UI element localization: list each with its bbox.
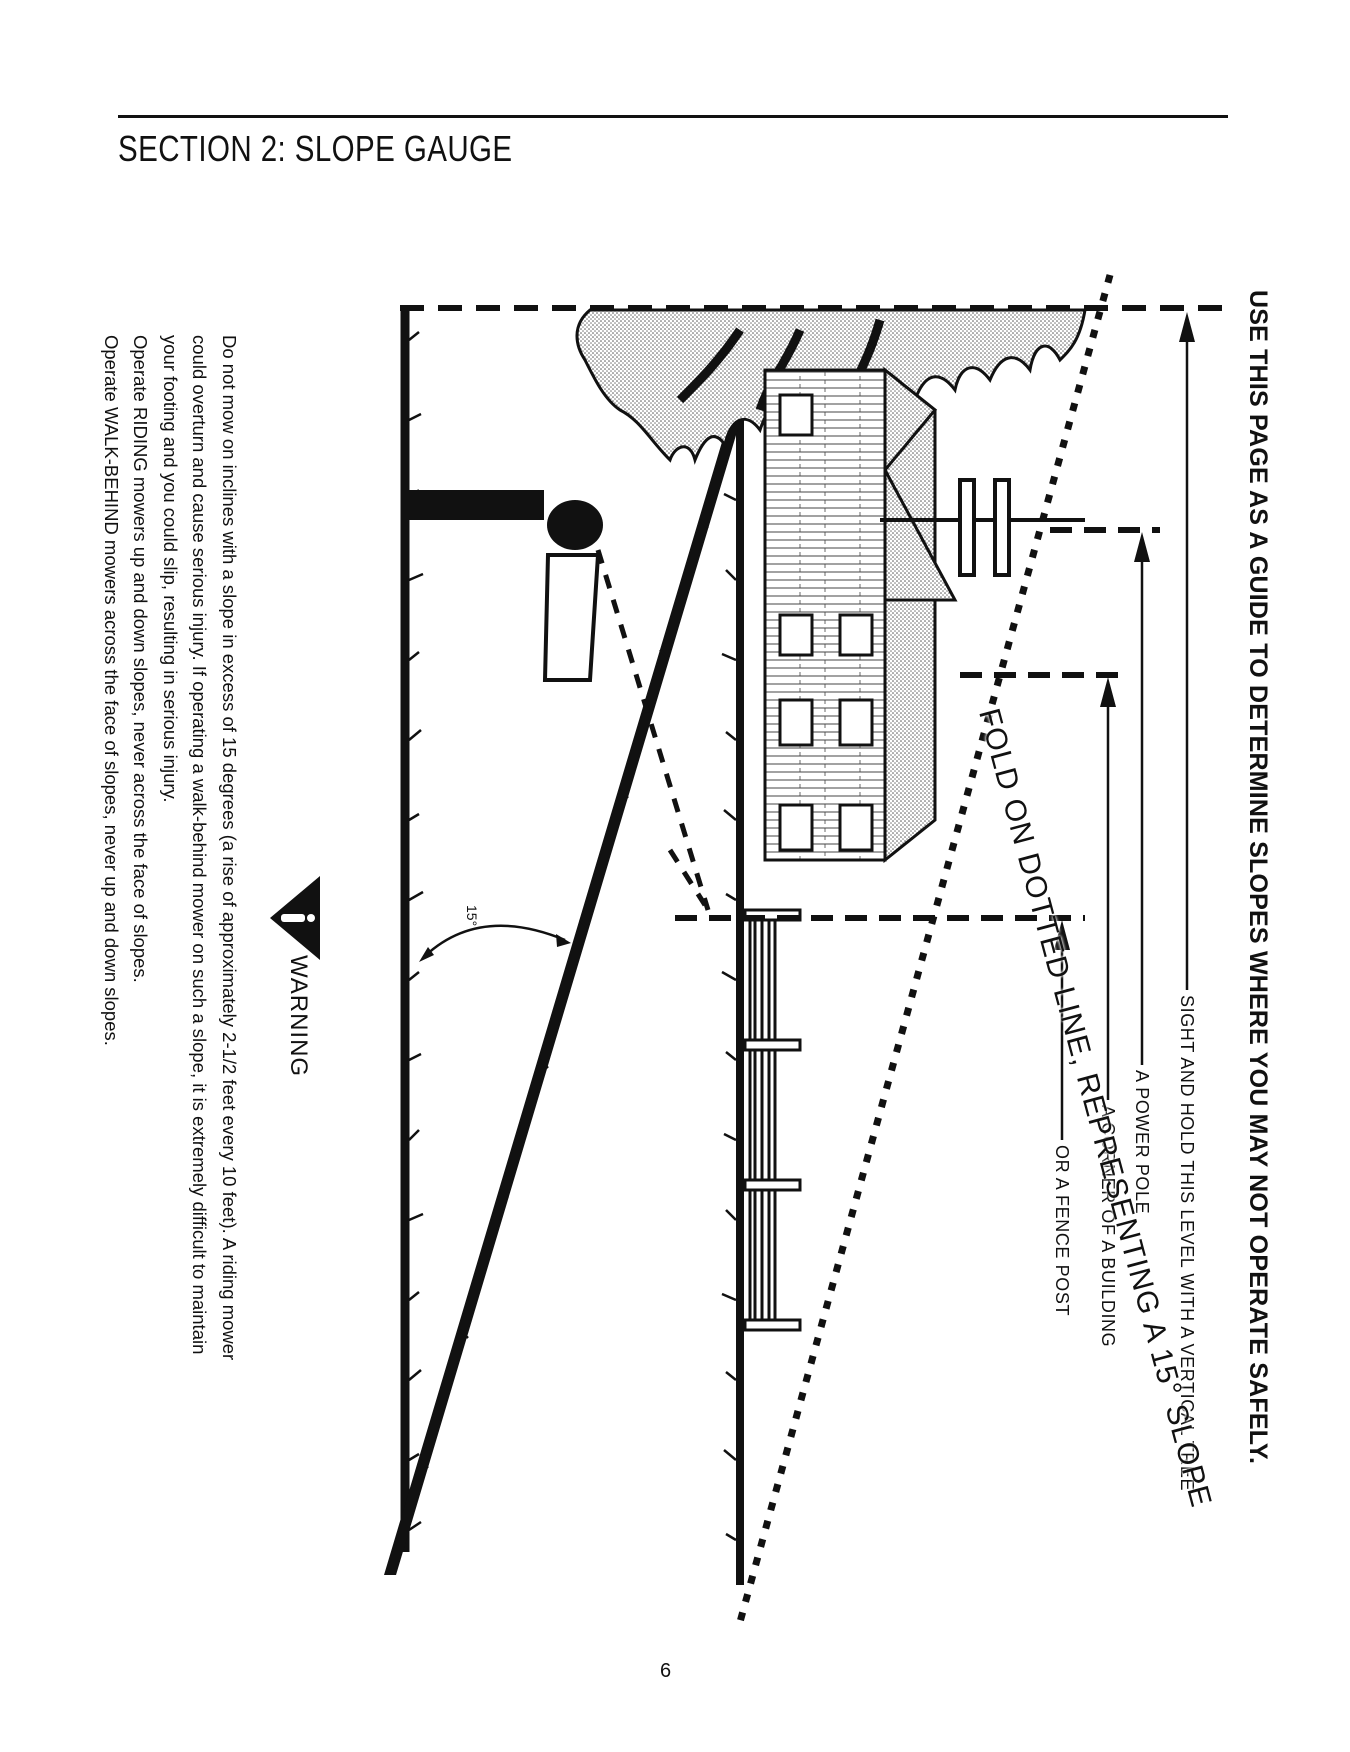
fence-illustration (743, 908, 802, 1332)
header-rule (118, 115, 1228, 118)
slope-gauge-headline: USE THIS PAGE AS A GUIDE TO DETERMINE SL… (1244, 290, 1272, 1465)
slope-wedge-line (384, 395, 748, 1575)
warning-line: Operate WALK-BEHIND mowers across the fa… (101, 335, 122, 1046)
warning-text: Do not mow on inclines with a slope in e… (97, 335, 245, 1360)
fold-dotted-line (736, 274, 1114, 1623)
fence-reference-label: OR A FENCE POST (1052, 1145, 1072, 1317)
warning-line: your footing and you could slip, resulti… (160, 335, 181, 803)
warning-title: WARNING (285, 955, 312, 1078)
power-pole (880, 478, 1085, 577)
angle-arc (424, 924, 566, 957)
page-number: 6 (660, 1660, 672, 1682)
warning-line: could overturn and cause serious injury.… (189, 335, 211, 1355)
angle-label: 15° (464, 905, 480, 927)
warning-triangle-icon (270, 876, 320, 960)
section-title: SECTION 2: SLOPE GAUGE (118, 128, 513, 169)
warning-line: Operate RIDING mowers up and down slopes… (130, 335, 152, 983)
mower-operator-illustration (409, 490, 603, 682)
house-illustration (763, 366, 958, 864)
warning-line: Do not mow on inclines with a slope in e… (219, 335, 240, 1361)
